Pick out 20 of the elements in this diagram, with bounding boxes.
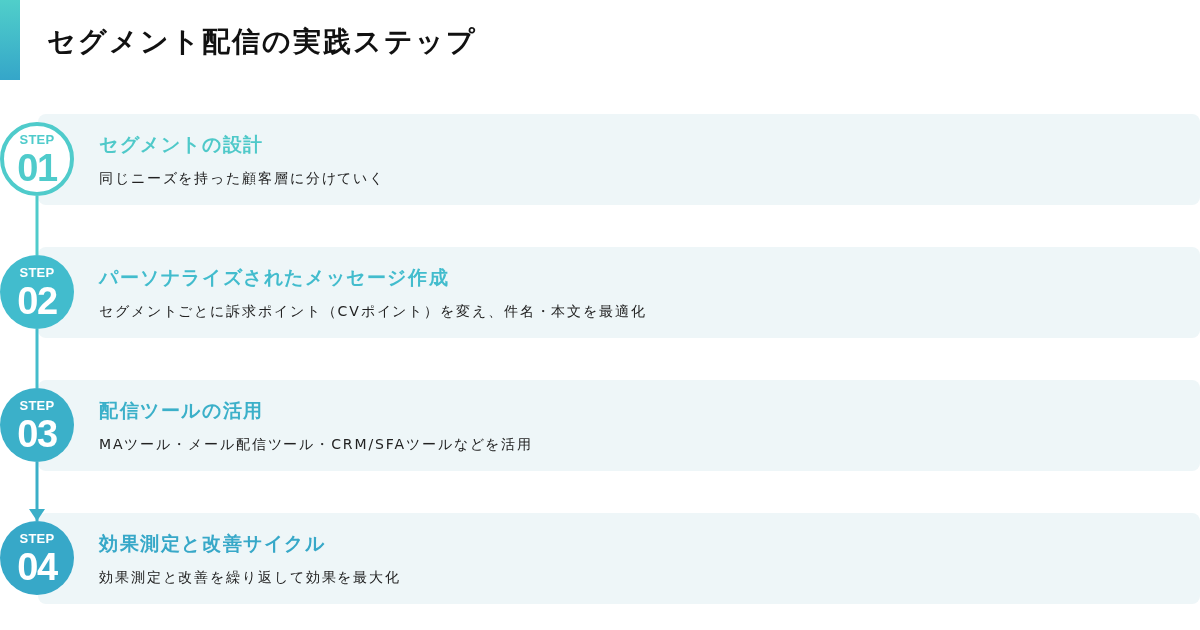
step-heading: セグメントの設計: [99, 132, 264, 156]
title: セグメント配信の実践ステップ: [47, 24, 477, 60]
connector-line: [35, 196, 39, 255]
step-heading: 配信ツールの活用: [99, 398, 264, 422]
connector-line: [35, 329, 39, 388]
arrow: [29, 462, 45, 521]
step-label: STEP: [18, 532, 56, 546]
step-label: STEP: [18, 399, 56, 413]
step-label: STEP: [18, 266, 56, 280]
step-number: 02: [16, 283, 58, 319]
step-description: 同じニーズを持った顧客層に分けていく: [99, 169, 386, 188]
step-number: 03: [16, 416, 58, 452]
step-heading: 効果測定と改善サイクル: [99, 531, 326, 555]
step-number: 01: [16, 150, 58, 186]
step-heading: パーソナライズされたメッセージ作成: [99, 265, 450, 289]
step-description: セグメントごとに訴求ポイント（CVポイント）を変え、件名・本文を最適化: [99, 302, 647, 321]
step-label: STEP: [18, 133, 56, 147]
step-description: 効果測定と改善を繰り返して効果を最大化: [99, 568, 402, 587]
step-number: 04: [16, 549, 59, 585]
step-description: MAツール・メール配信ツール・CRM/SFAツールなどを活用: [99, 435, 534, 454]
